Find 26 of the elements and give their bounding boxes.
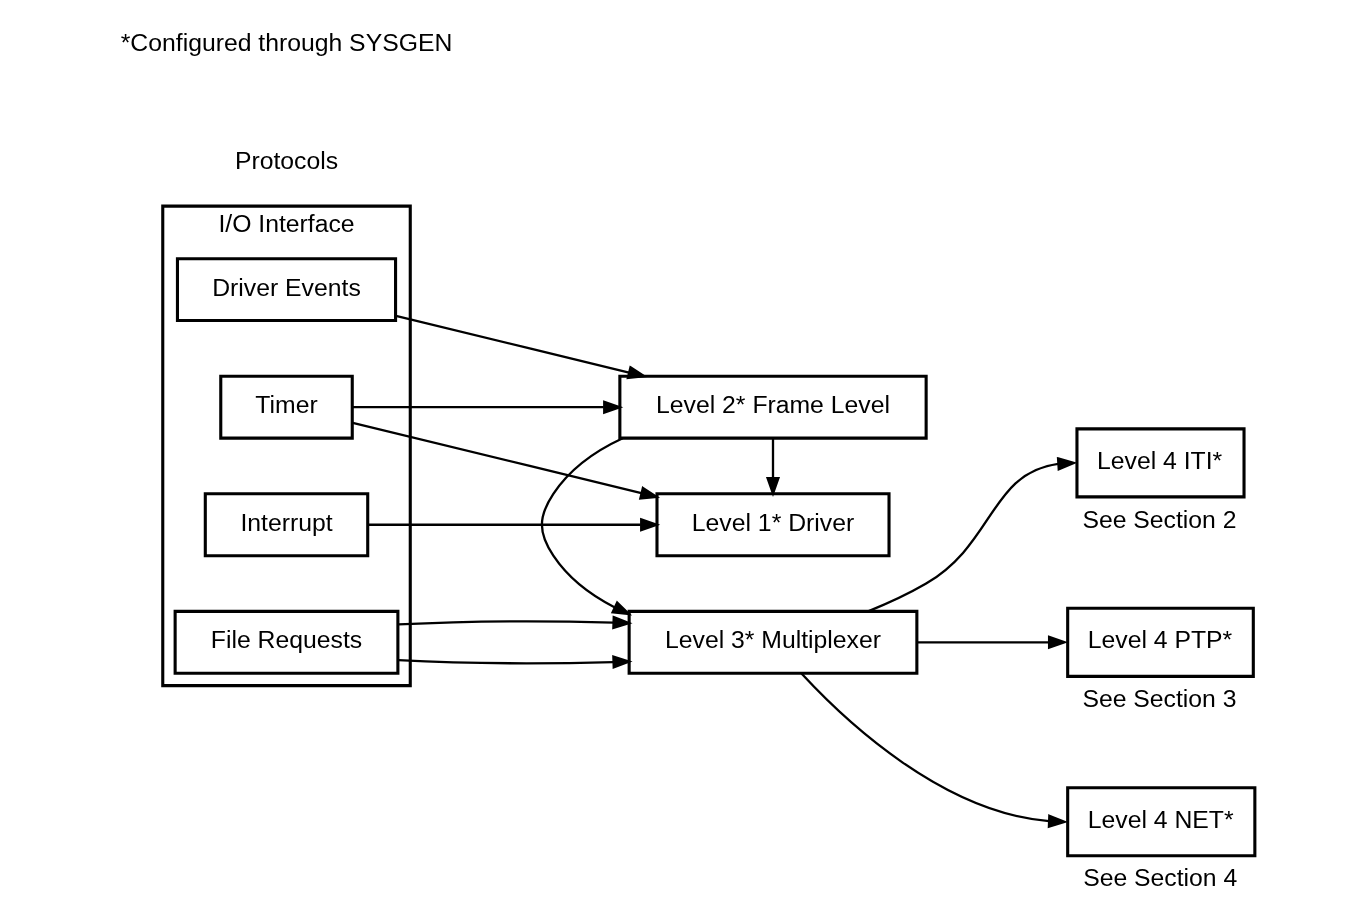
label: Protocols [234,146,339,174]
node-box: Level 4 NET* [1066,786,1257,858]
arrow [398,615,633,630]
node-box: Interrupt [203,492,370,558]
node-box: Level 2* Frame Level [618,374,928,440]
node-label: See Section 3 [1082,684,1237,712]
arrow [800,672,1069,829]
node-box: Level 1* Driver [655,492,891,558]
node-box: Level 4 ITI* [1075,427,1246,499]
node-box: Driver Events [175,257,398,323]
arrow [916,635,1069,650]
arrow [867,456,1078,613]
label: *Configured through SYSGEN [120,29,453,57]
node-box: Level 4 PTP* [1066,606,1255,678]
node-box: File Requests [173,609,400,675]
arrow [398,655,633,670]
arrow [395,314,648,380]
node-label: See Section 4 [1083,864,1238,892]
arrow [540,437,633,616]
node-box: Timer [219,374,354,440]
arrow [352,400,624,415]
node-label: See Section 2 [1082,505,1237,533]
arrow [367,517,661,532]
arrow [352,421,661,500]
node-box: Level 3* Multiplexer [627,609,919,675]
arrow [765,438,781,498]
